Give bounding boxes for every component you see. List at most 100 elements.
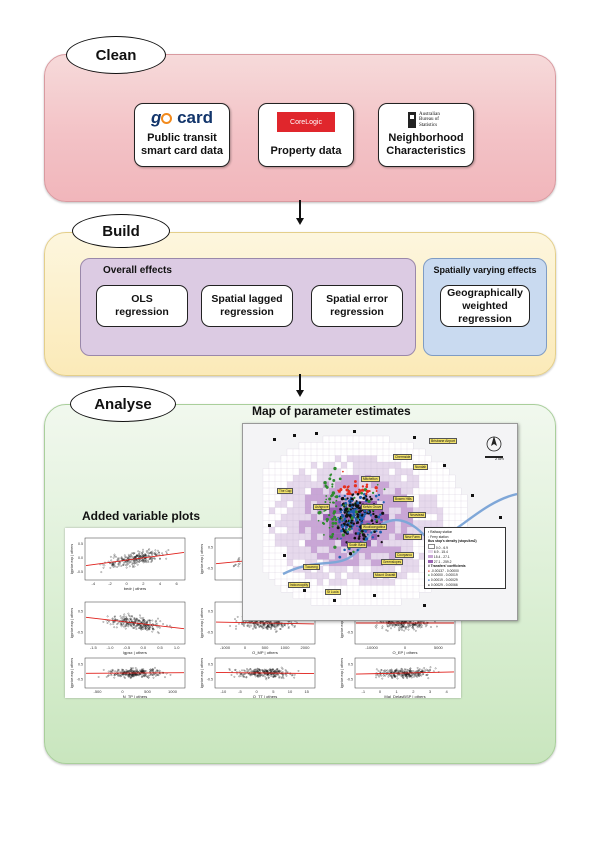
x-tick-label: -1 [362, 689, 366, 694]
density-cell [274, 539, 282, 547]
coefficient-point [348, 552, 353, 556]
source-card-gocard: g card Public transit smart card data [134, 103, 230, 167]
density-cell [352, 435, 360, 443]
density-cell [352, 448, 360, 456]
density-cell [322, 468, 330, 476]
density-cell [298, 481, 306, 489]
density-cell [388, 487, 396, 495]
density-cell [286, 455, 294, 463]
density-cell [412, 565, 420, 573]
density-cell [454, 494, 462, 502]
x-tick-label: -5 [238, 689, 242, 694]
density-cell [340, 442, 348, 450]
density-cell [322, 598, 330, 606]
x-tick-label: -1.5 [90, 645, 98, 650]
density-cell [406, 585, 414, 593]
coefficient-point [341, 520, 344, 523]
coefficient-point [362, 537, 366, 541]
density-cell [352, 585, 360, 593]
x-tick-label: -4 [92, 581, 96, 586]
density-cell [442, 494, 450, 502]
density-cell [262, 474, 270, 482]
density-cell [280, 494, 288, 502]
map-place-label: Coorparoo [395, 552, 415, 558]
density-cell [394, 533, 402, 541]
density-cell [280, 539, 288, 547]
coefficient-point [374, 486, 378, 490]
density-cell [412, 539, 420, 547]
coefficient-point [379, 530, 383, 534]
density-cell [298, 507, 306, 515]
x-tick-label: 0.0 [141, 645, 147, 650]
density-cell [262, 546, 270, 554]
y-tick-label: 0.5 [78, 610, 83, 614]
density-cell [298, 572, 306, 580]
railway-station-icon [373, 594, 376, 597]
density-cell [292, 513, 300, 521]
density-cell [274, 526, 282, 534]
density-cell [448, 513, 456, 521]
density-cell [310, 552, 318, 560]
density-cell [382, 513, 390, 521]
x-tick-label: 0 [404, 645, 407, 650]
density-cell [364, 598, 372, 606]
density-cell [274, 494, 282, 502]
density-cell [334, 572, 342, 580]
density-cell [328, 448, 336, 456]
density-cell [448, 481, 456, 489]
density-cell [304, 513, 312, 521]
density-cell [364, 468, 372, 476]
density-cell [286, 448, 294, 456]
y-axis-label: lgprice.exp | others [340, 608, 344, 639]
density-cell [406, 481, 414, 489]
density-cell [418, 448, 426, 456]
density-cell [364, 565, 372, 573]
density-cell [316, 526, 324, 534]
density-cell [274, 572, 282, 580]
density-cell [442, 487, 450, 495]
density-cell [370, 598, 378, 606]
density-cell [322, 539, 330, 547]
density-cell [328, 572, 336, 580]
density-cell [334, 565, 342, 573]
density-cell [382, 461, 390, 469]
coefficient-point [361, 518, 365, 521]
density-cell [388, 474, 396, 482]
x-tick-label: 10 [288, 689, 293, 694]
density-cell [400, 442, 408, 450]
density-cell [400, 507, 408, 515]
density-cell [406, 591, 414, 599]
coefficient-point [373, 530, 376, 534]
density-cell [298, 494, 306, 502]
density-cell [262, 552, 270, 560]
density-cell [334, 481, 342, 489]
model-box-spatial-lag: Spatial lagged regression [201, 285, 293, 327]
railway-station-icon [471, 494, 474, 497]
coefficient-point [346, 497, 349, 500]
x-tick-label: 0 [121, 689, 124, 694]
density-cell [322, 526, 330, 534]
x-axis-label: N_TP | others [123, 694, 148, 698]
density-cell [376, 487, 384, 495]
density-cell [334, 455, 342, 463]
coefficient-point [331, 517, 335, 521]
density-cell [334, 539, 342, 547]
density-cell [376, 455, 384, 463]
density-cell [382, 448, 390, 456]
density-cell [412, 578, 420, 586]
density-cell [424, 487, 432, 495]
coefficient-point [343, 548, 346, 552]
density-cell [304, 591, 312, 599]
density-cell [292, 448, 300, 456]
coefficient-point [371, 536, 374, 539]
density-cell [352, 559, 360, 567]
map-place-label: Kelvin Grove [361, 504, 384, 510]
density-cell [298, 526, 306, 534]
density-cell [280, 461, 288, 469]
legend-item: ● -0.00137 - 0.00000 [428, 568, 459, 573]
coefficient-point [330, 473, 333, 476]
map-place-label: The Gap [277, 488, 294, 494]
density-cell [328, 578, 336, 586]
